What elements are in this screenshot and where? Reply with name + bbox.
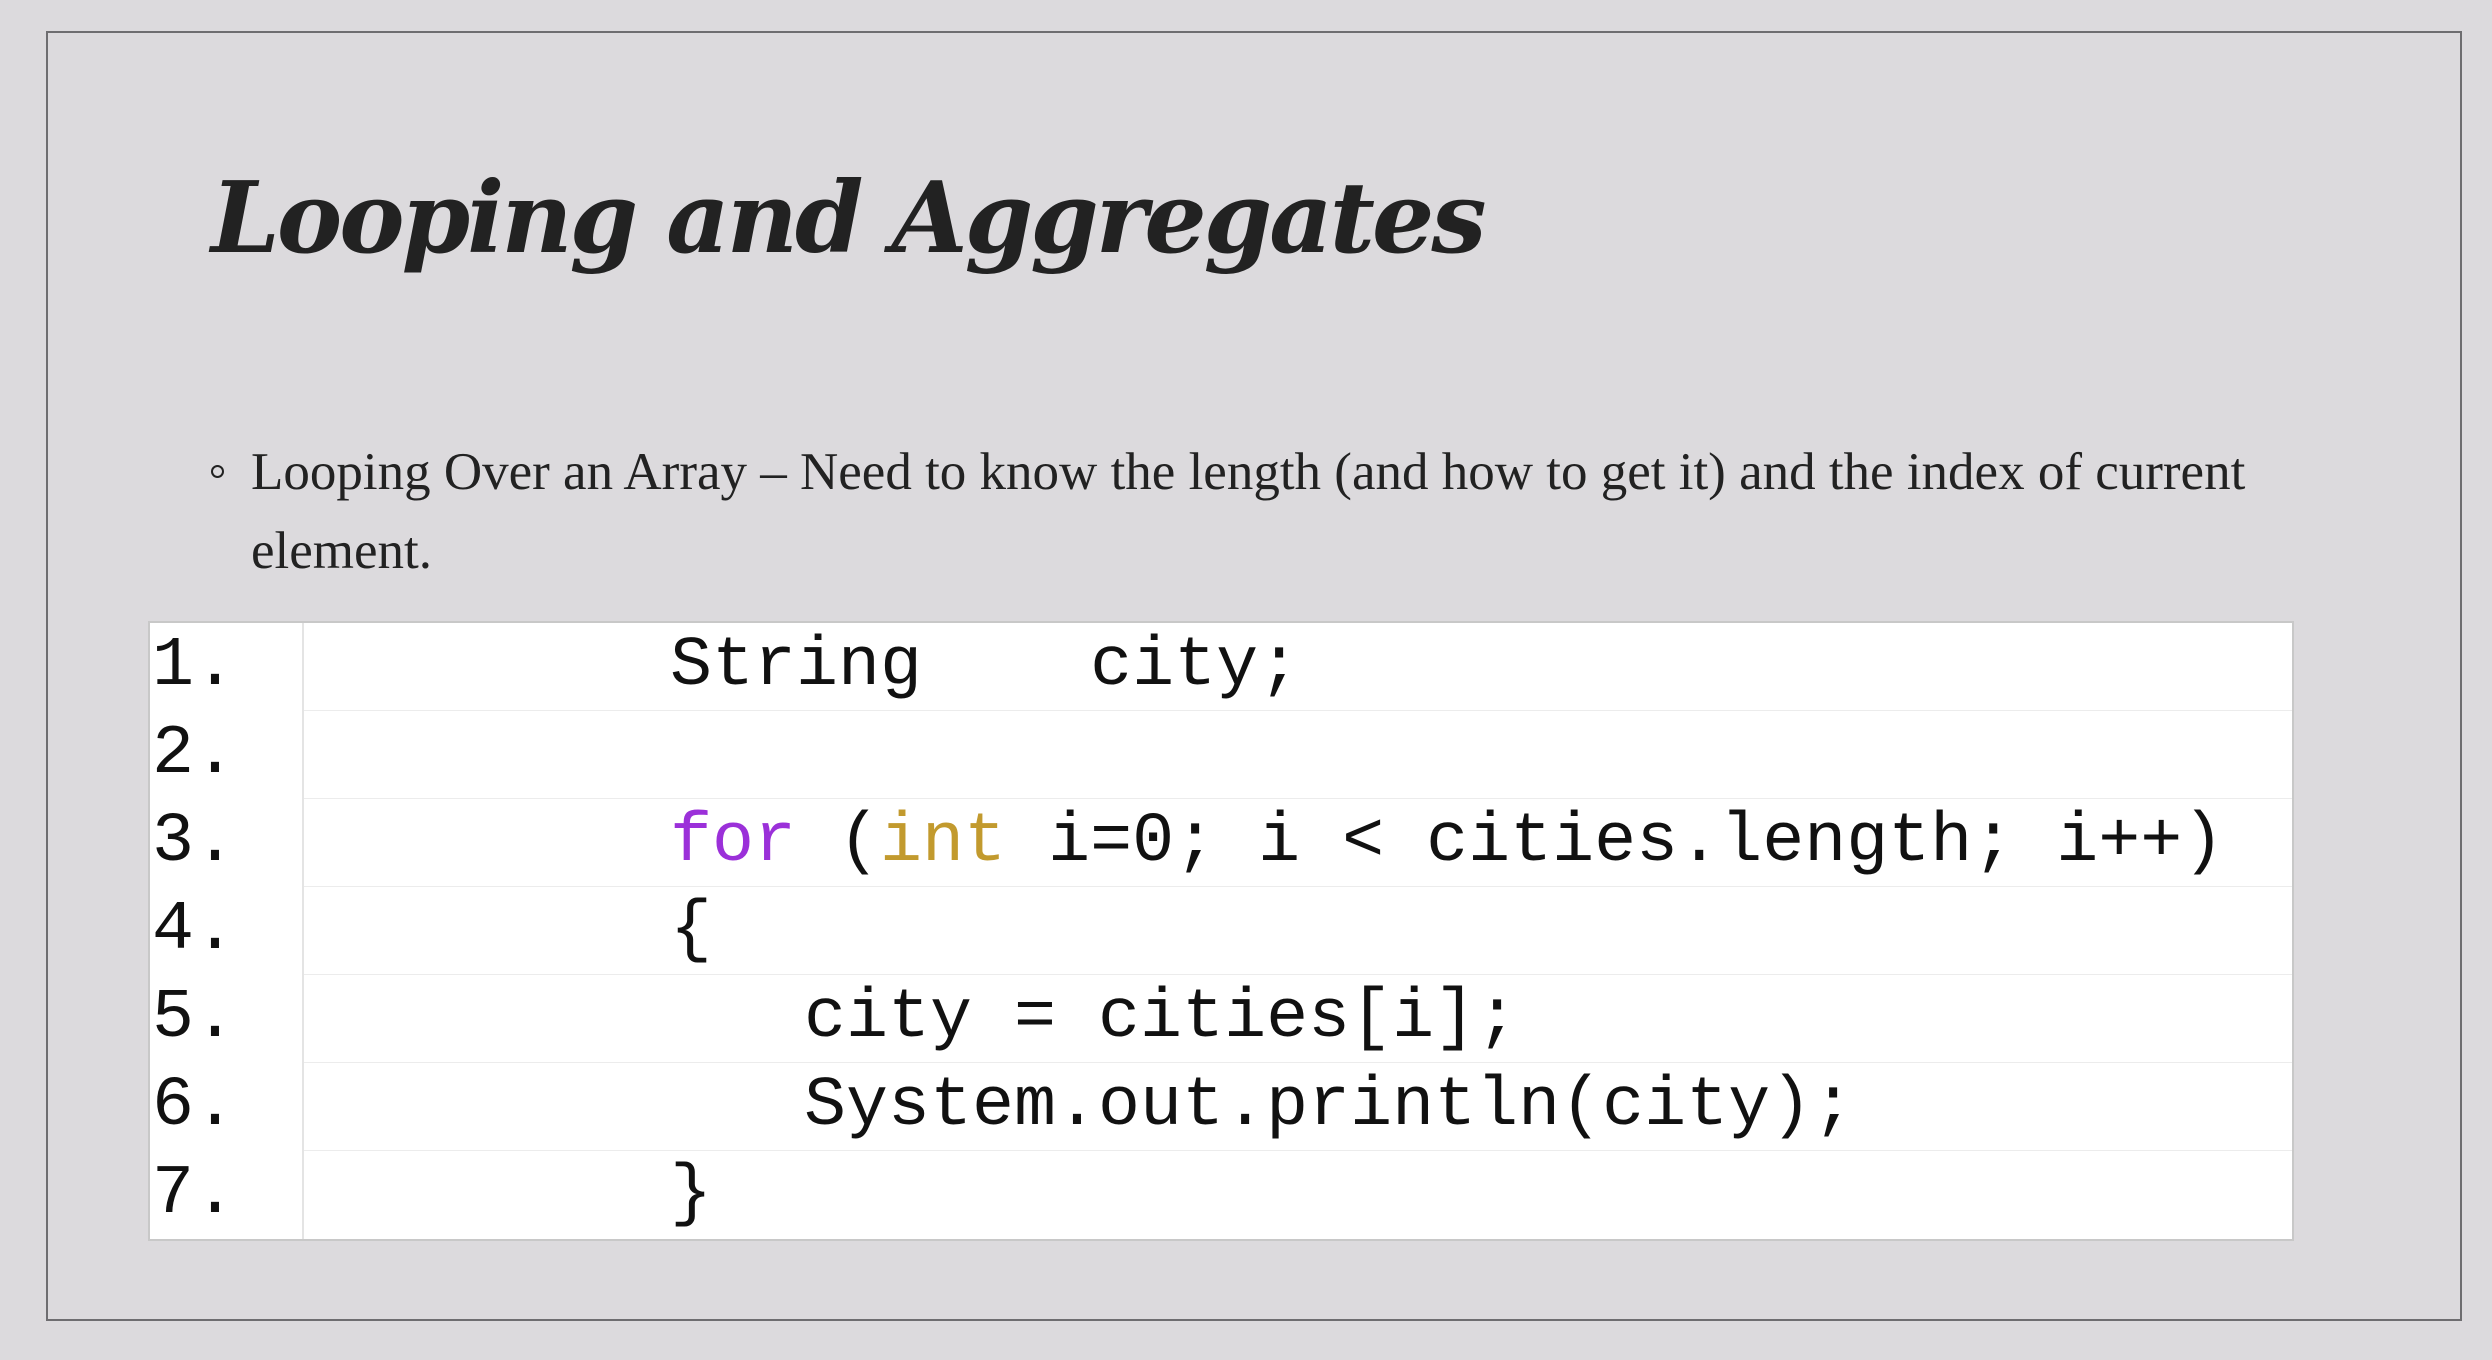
keyword-int: int xyxy=(880,803,1007,882)
line-number: 1. xyxy=(152,627,237,706)
code-text: } xyxy=(670,1155,713,1234)
code-line: 7. } xyxy=(150,1151,2292,1239)
line-divider xyxy=(304,710,2292,711)
code-block: 1. String city; 2. 3. for (int i=0; i < … xyxy=(148,621,2294,1241)
slide: Looping and Aggregates Looping Over an A… xyxy=(46,31,2462,1321)
code-line: 6. System.out.println(city); xyxy=(150,1063,2292,1151)
keyword-for: for xyxy=(670,803,797,882)
code-text: System.out.println(city); xyxy=(804,1067,1855,1146)
line-divider xyxy=(304,974,2292,975)
code-text: for (int i=0; i < cities.length; i++) xyxy=(670,803,2224,883)
code-line: 4. { xyxy=(150,887,2292,975)
line-number: 6. xyxy=(152,1067,237,1146)
line-number-gutter xyxy=(150,623,304,1239)
code-line: 3. for (int i=0; i < cities.length; i++) xyxy=(150,799,2292,887)
code-rest: i=0; i < cities.length; i++) xyxy=(1006,803,2225,882)
line-divider xyxy=(304,1062,2292,1063)
code-line: 5. city = cities[i]; xyxy=(150,975,2292,1063)
code-line: 1. String city; xyxy=(150,623,2292,711)
line-number: 5. xyxy=(152,979,237,1058)
line-divider xyxy=(304,1150,2292,1151)
code-line: 2. xyxy=(150,711,2292,799)
bullet-item: Looping Over an Array – Need to know the… xyxy=(211,433,2371,591)
code-text: String city; xyxy=(670,627,1301,706)
bullet-text: Looping Over an Array – Need to know the… xyxy=(251,443,2246,580)
line-divider xyxy=(304,798,2292,799)
line-number: 4. xyxy=(152,891,237,970)
line-number: 7. xyxy=(152,1155,237,1234)
code-text: { xyxy=(670,891,713,970)
code-text: city = cities[i]; xyxy=(804,979,1519,1058)
bullet-circle-icon xyxy=(211,465,224,478)
line-divider xyxy=(304,886,2292,887)
slide-title: Looping and Aggregates xyxy=(211,161,1487,276)
line-number: 2. xyxy=(152,715,237,794)
code-paren: ( xyxy=(796,803,881,882)
line-number: 3. xyxy=(152,803,237,882)
